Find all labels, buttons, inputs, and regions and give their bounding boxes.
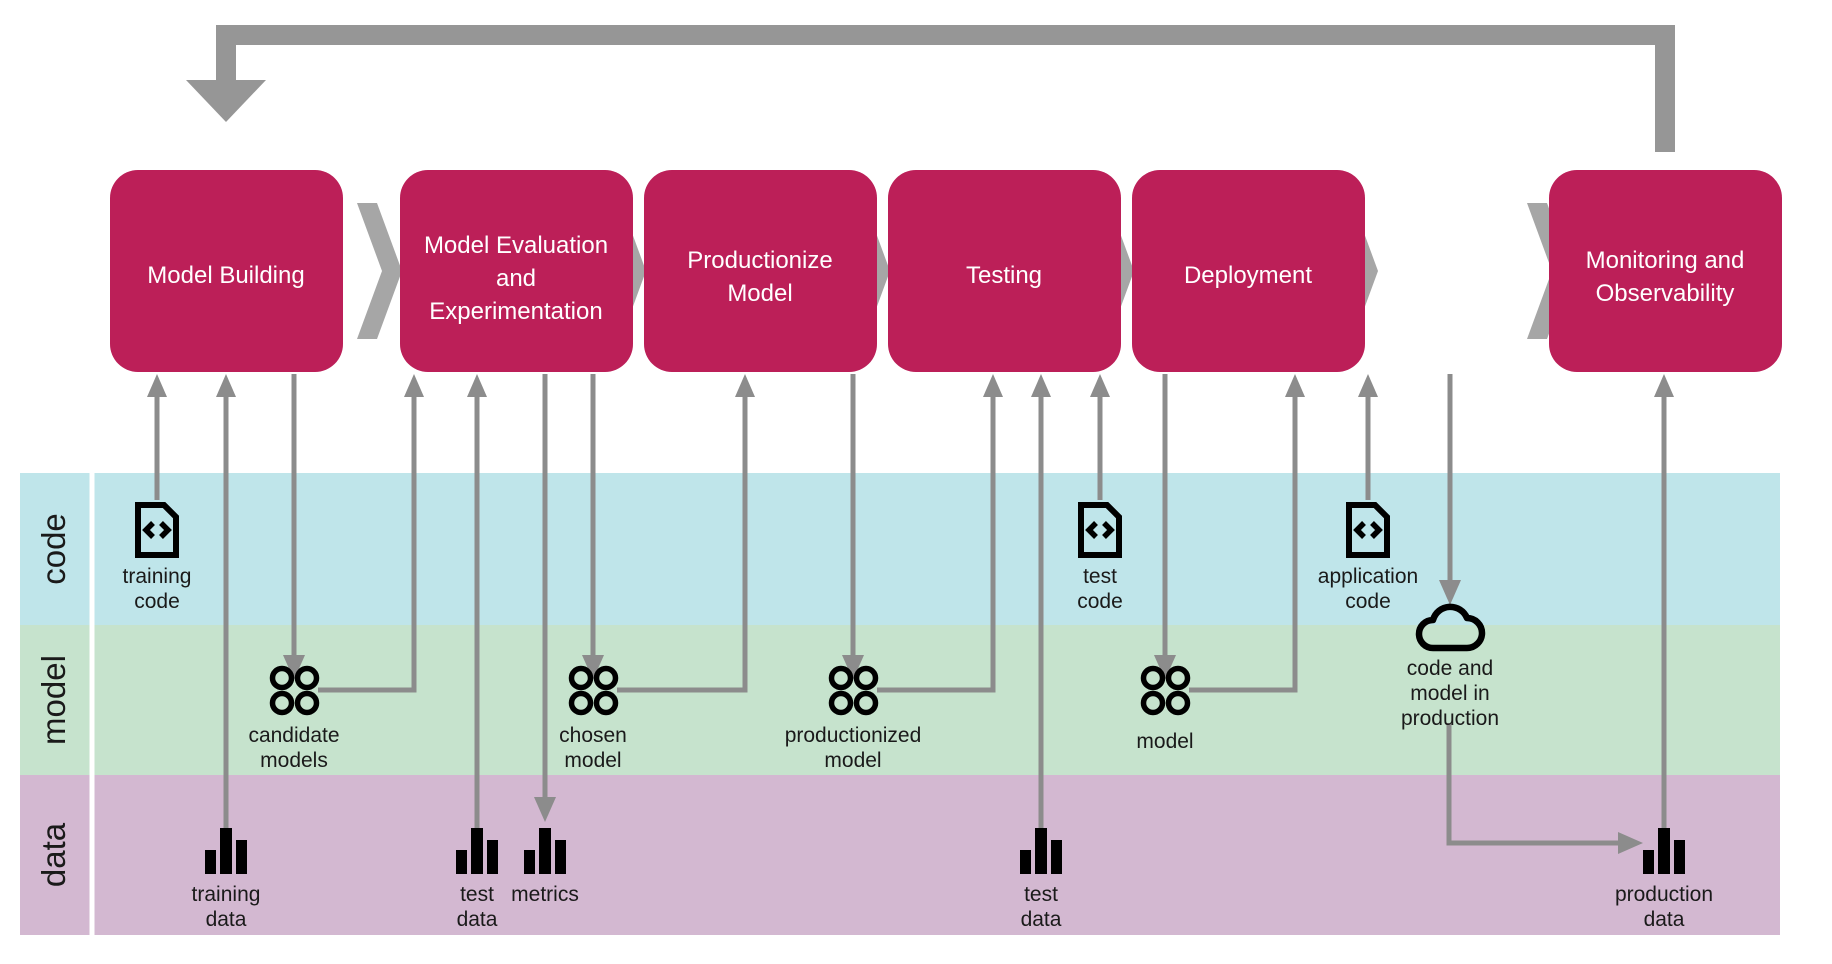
artifact-label-test-data-eval-line2: data xyxy=(457,908,498,931)
artifact-label-training-data-line1: training xyxy=(192,883,261,906)
artifact-chosen-model[interactable]: chosen model xyxy=(559,669,627,773)
stage-box-testing[interactable]: Testing xyxy=(888,170,1121,372)
artifact-application-code[interactable]: application code xyxy=(1318,505,1418,613)
artifact-candidate-models[interactable]: candidate models xyxy=(248,669,340,773)
stage-box-model-building[interactable]: Model Building xyxy=(110,170,343,372)
stage-label-deployment: Deployment xyxy=(1184,262,1312,289)
artifact-label-production-line3: production xyxy=(1401,707,1499,730)
artifact-label-application-code-line1: application xyxy=(1318,565,1418,588)
artifact-label-application-code-line2: code xyxy=(1345,590,1391,613)
artifact-label-production-data-line2: data xyxy=(1644,908,1685,931)
stage-label-model-evaluation-line2: and xyxy=(496,265,536,292)
connector-model-to-deployment xyxy=(1189,374,1305,693)
stage-label-productionize-model-line2: Model xyxy=(727,280,792,307)
stage-label-testing: Testing xyxy=(966,262,1042,289)
connectors xyxy=(147,374,1674,854)
artifact-label-candidate-models-line2: models xyxy=(260,749,328,772)
connector-model-building-to-candidate-models xyxy=(283,374,305,680)
artifact-training-data[interactable]: training data xyxy=(192,828,261,931)
artifact-label-productionized-model-line2: model xyxy=(824,749,881,772)
artifact-label-training-data-line2: data xyxy=(206,908,247,931)
connector-test-data-to-testing xyxy=(1031,374,1051,828)
artifact-label-test-code-line2: code xyxy=(1077,590,1123,613)
stage-box-deployment[interactable]: Deployment xyxy=(1132,170,1365,372)
connector-test-data-to-model-evaluation xyxy=(467,374,487,828)
stage-label-model-evaluation-line1: Model Evaluation xyxy=(424,232,608,259)
artifact-label-test-data-testing-line1: test xyxy=(1024,883,1058,906)
connector-deployment-to-production xyxy=(1439,374,1461,605)
artifact-label-production-line2: model in xyxy=(1410,682,1489,705)
artifact-label-test-code-line1: test xyxy=(1083,565,1117,588)
stage-box-productionize-model[interactable]: Productionize Model xyxy=(644,170,877,372)
artifact-production-data[interactable]: production data xyxy=(1615,828,1713,931)
artifact-label-training-code-line2: code xyxy=(134,590,180,613)
connector-production-to-production-data xyxy=(1446,723,1643,854)
artifacts: training code test code application code… xyxy=(123,505,1713,931)
artifact-label-chosen-model-line1: chosen xyxy=(559,724,627,747)
stage-box-model-evaluation[interactable]: Model Evaluation and Experimentation xyxy=(400,170,633,372)
connector-chosen-model-to-productionize-model xyxy=(617,374,755,693)
artifact-label-candidate-models-line1: candidate xyxy=(248,724,339,747)
artifact-label-test-data-testing-line2: data xyxy=(1021,908,1062,931)
artifact-label-production-data-line1: production xyxy=(1615,883,1713,906)
artifact-label-productionized-model-line1: productionized xyxy=(785,724,922,747)
lane-label-code: code xyxy=(35,513,72,585)
artifact-test-code[interactable]: test code xyxy=(1077,505,1123,613)
lane-band-code xyxy=(20,473,1780,625)
stage-box-monitoring[interactable]: Monitoring and Observability xyxy=(1549,170,1782,372)
feedback-loop-arrow xyxy=(186,25,1675,152)
artifact-training-code[interactable]: training code xyxy=(123,505,192,613)
artifact-label-training-code-line1: training xyxy=(123,565,192,588)
lane-labels: code model data xyxy=(35,513,72,887)
artifact-code-and-model-in-production[interactable]: code and model in production xyxy=(1401,607,1499,730)
connector-testing-to-model xyxy=(1154,374,1176,680)
connector-candidate-models-to-model-evaluation xyxy=(318,374,424,693)
lane-label-model: model xyxy=(35,655,72,745)
artifact-productionized-model[interactable]: productionized model xyxy=(785,669,922,773)
stage-label-productionize-model-line1: Productionize xyxy=(687,247,832,274)
stage-label-monitoring-line1: Monitoring and xyxy=(1586,247,1745,274)
artifact-test-data-eval[interactable]: test data xyxy=(456,828,498,931)
stage-label-model-building: Model Building xyxy=(147,262,304,289)
connector-productionize-model-to-productionized-model xyxy=(842,374,864,680)
stage-label-model-evaluation-line3: Experimentation xyxy=(429,298,602,325)
connector-production-data-to-monitoring xyxy=(1654,374,1674,828)
lane-label-data: data xyxy=(35,822,72,887)
artifact-metrics[interactable]: metrics xyxy=(511,828,579,906)
artifact-test-data-testing[interactable]: test data xyxy=(1020,828,1062,931)
artifact-label-metrics: metrics xyxy=(511,883,579,906)
artifact-model[interactable]: model xyxy=(1136,669,1194,754)
lane-band-data xyxy=(20,775,1780,935)
chevron-1 xyxy=(357,203,402,339)
connector-training-data-to-model-building xyxy=(216,374,236,828)
connector-model-evaluation-to-metrics xyxy=(534,374,556,822)
artifact-label-chosen-model-line2: model xyxy=(564,749,621,772)
artifact-label-test-data-eval-line1: test xyxy=(460,883,494,906)
stage-boxes: Model Building Model Evaluation and Expe… xyxy=(110,170,1782,372)
artifact-label-production-line1: code and xyxy=(1407,657,1493,680)
swimlanes xyxy=(20,473,1780,935)
connector-training-code-to-model-building xyxy=(147,374,167,500)
connector-productionized-model-to-testing xyxy=(877,374,1003,693)
stage-label-monitoring-line2: Observability xyxy=(1596,280,1735,307)
connector-test-code-to-testing xyxy=(1090,374,1110,500)
connector-model-evaluation-to-chosen-model xyxy=(582,374,604,680)
artifact-label-model: model xyxy=(1136,730,1193,753)
connector-application-code-to-deployment xyxy=(1358,374,1378,500)
